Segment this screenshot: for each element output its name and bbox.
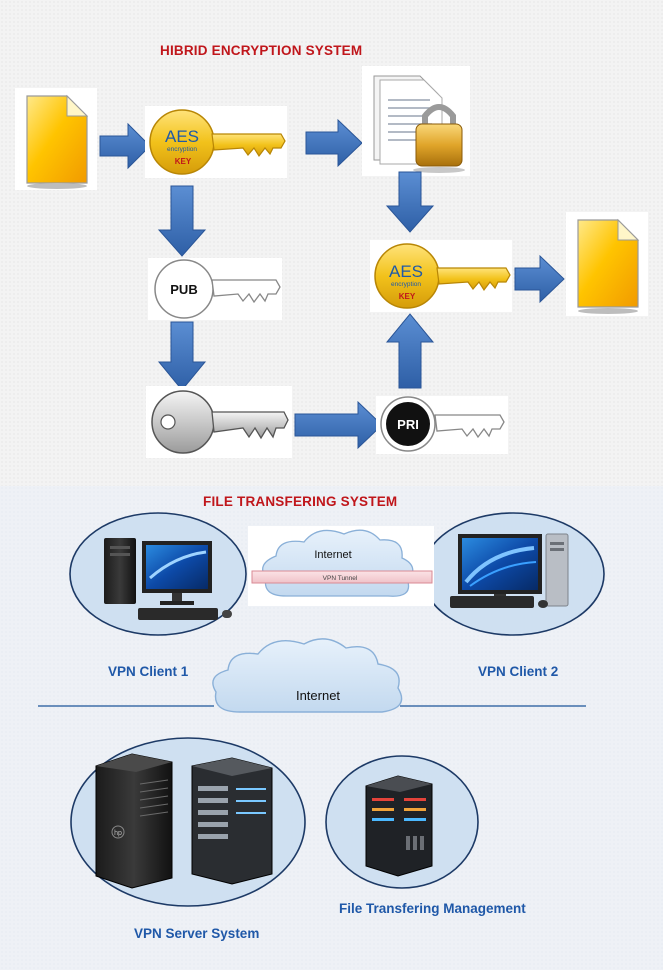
arrow-icon — [385, 313, 435, 389]
public-key-icon: PUB — [148, 258, 282, 320]
aes-key-key-label: KEY — [175, 157, 192, 166]
transfer-diagram: Internet VPN Tunnel Internet — [38, 512, 605, 907]
encryption-title: HIBRID ENCRYPTION SYSTEM — [160, 43, 363, 58]
locked-document-icon — [362, 66, 470, 176]
client1-label: VPN Client 1 — [108, 664, 189, 679]
internet-mid-label: Internet — [296, 688, 340, 703]
encryption-diagram: AES encryption KEY AES encryption KEY — [15, 66, 648, 458]
management-label: File Transfering Management — [339, 901, 526, 916]
arrow-icon — [157, 321, 207, 391]
aes-key-sublabel: encryption — [167, 146, 197, 153]
client1-computer-icon — [104, 538, 232, 620]
aes-key-label: AES — [165, 127, 199, 146]
arrow-icon — [305, 118, 363, 168]
server-tower-icon — [191, 757, 273, 885]
transfer-title: FILE TRANSFERING SYSTEM — [203, 494, 398, 509]
pri-key-label: PRI — [397, 417, 419, 432]
server-system-label: VPN Server System — [134, 926, 260, 941]
aes-key-icon: AES encryption KEY — [370, 240, 512, 312]
aes-key-sublabel: encryption — [391, 281, 421, 288]
plain-document-icon — [15, 88, 97, 190]
private-key-icon: PRI — [376, 396, 508, 454]
arrow-icon — [385, 171, 435, 233]
client2-label: VPN Client 2 — [478, 664, 559, 679]
management-server-icon — [365, 775, 433, 877]
arrow-icon — [99, 122, 151, 170]
internet-tunnel-cloud: Internet VPN Tunnel — [248, 526, 434, 606]
client2-computer-icon — [450, 533, 569, 608]
vpn-tunnel-label: VPN Tunnel — [323, 575, 358, 582]
private-key-silver-icon — [146, 386, 292, 458]
arrow-icon — [294, 400, 383, 450]
pub-key-label: PUB — [170, 282, 197, 297]
arrow-icon — [157, 185, 207, 257]
aes-key-key-label: KEY — [399, 292, 416, 301]
aes-key-label: AES — [389, 262, 423, 281]
internet-cloud-icon: Internet — [212, 638, 403, 713]
decrypted-document-icon — [566, 212, 648, 316]
hp-server-tower-icon: hp — [95, 753, 173, 889]
aes-key-icon: AES encryption KEY — [145, 106, 287, 178]
hp-logo-label: hp — [114, 830, 122, 837]
arrow-icon — [514, 254, 565, 304]
internet-top-label: Internet — [314, 549, 351, 561]
